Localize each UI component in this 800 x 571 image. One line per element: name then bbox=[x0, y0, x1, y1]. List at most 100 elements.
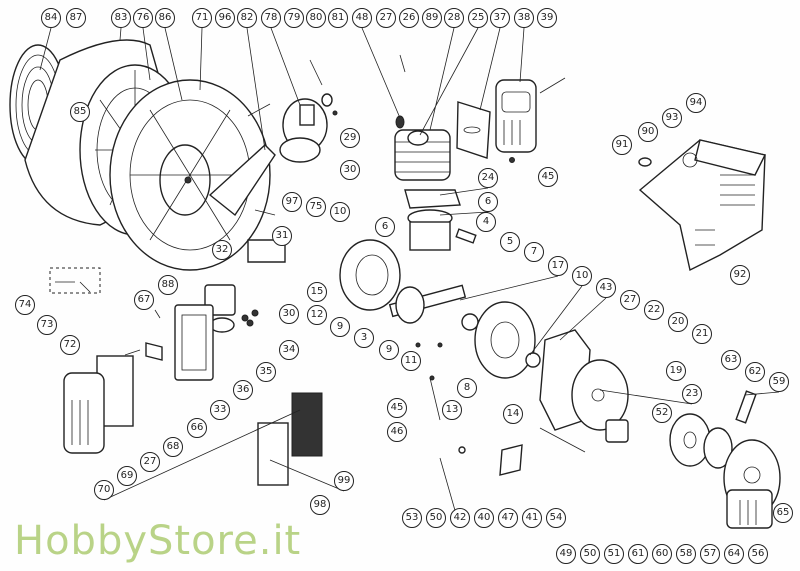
callout-87: 87 bbox=[66, 8, 86, 28]
cylinder bbox=[394, 129, 451, 181]
callout-86: 86 bbox=[155, 8, 175, 28]
callout-28: 28 bbox=[444, 8, 464, 28]
seal-10 bbox=[525, 352, 541, 368]
callout-36: 36 bbox=[233, 380, 253, 400]
callout-64: 64 bbox=[724, 544, 744, 564]
callout-54: 54 bbox=[546, 508, 566, 528]
callout-25: 25 bbox=[468, 8, 488, 28]
crankcase-cover bbox=[474, 301, 536, 379]
recoil-spring bbox=[669, 413, 711, 467]
callout-97: 97 bbox=[282, 192, 302, 212]
callout-70: 70 bbox=[94, 480, 114, 500]
callout-9: 9 bbox=[330, 317, 350, 337]
callout-12: 12 bbox=[307, 305, 327, 325]
callout-43: 43 bbox=[596, 278, 616, 298]
callout-72: 72 bbox=[60, 335, 80, 355]
callout-90: 90 bbox=[638, 122, 658, 142]
callout-38: 38 bbox=[514, 8, 534, 28]
piston-pin bbox=[455, 228, 477, 244]
air-filter-cover bbox=[63, 372, 105, 454]
callout-21: 21 bbox=[692, 324, 712, 344]
callout-92: 92 bbox=[730, 265, 750, 285]
callout-13: 13 bbox=[442, 400, 462, 420]
callout-33: 33 bbox=[210, 400, 230, 420]
filter-pad bbox=[257, 422, 289, 486]
callout-39: 39 bbox=[537, 8, 557, 28]
callout-99: 99 bbox=[334, 471, 354, 491]
callout-4: 4 bbox=[476, 212, 496, 232]
callout-74: 74 bbox=[15, 295, 35, 315]
piston bbox=[407, 209, 453, 251]
engine-cover bbox=[638, 139, 767, 272]
bracket-40 bbox=[499, 444, 523, 476]
plate-68 bbox=[145, 342, 163, 361]
spark-plug bbox=[395, 115, 405, 129]
callout-81: 81 bbox=[328, 8, 348, 28]
callout-42: 42 bbox=[450, 508, 470, 528]
callout-26: 26 bbox=[399, 8, 419, 28]
callout-75: 75 bbox=[306, 197, 326, 217]
callout-6: 6 bbox=[375, 217, 395, 237]
callout-84: 84 bbox=[41, 8, 61, 28]
callout-5: 5 bbox=[500, 232, 520, 252]
starter-cover bbox=[723, 439, 781, 529]
callout-63: 63 bbox=[721, 350, 741, 370]
callout-94: 94 bbox=[686, 93, 706, 113]
callout-41: 41 bbox=[522, 508, 542, 528]
callout-73: 73 bbox=[37, 315, 57, 335]
muffler-gasket bbox=[456, 101, 491, 159]
grommet-91 bbox=[638, 157, 652, 167]
starter-handle bbox=[735, 390, 757, 424]
callout-68: 68 bbox=[163, 437, 183, 457]
callout-59: 59 bbox=[769, 372, 789, 392]
callout-27: 27 bbox=[620, 290, 640, 310]
callout-10: 10 bbox=[572, 266, 592, 286]
callout-15: 15 bbox=[307, 282, 327, 302]
callout-40: 40 bbox=[474, 508, 494, 528]
callout-60: 60 bbox=[652, 544, 672, 564]
callout-93: 93 bbox=[662, 108, 682, 128]
callout-14: 14 bbox=[503, 404, 523, 424]
callout-24: 24 bbox=[478, 168, 498, 188]
callout-51: 51 bbox=[604, 544, 624, 564]
callout-27: 27 bbox=[140, 452, 160, 472]
callout-56: 56 bbox=[748, 544, 768, 564]
callout-9: 9 bbox=[379, 340, 399, 360]
callout-20: 20 bbox=[668, 312, 688, 332]
callout-10: 10 bbox=[330, 202, 350, 222]
callout-7: 7 bbox=[524, 242, 544, 262]
callout-6: 6 bbox=[478, 192, 498, 212]
callout-80: 80 bbox=[306, 8, 326, 28]
callout-66: 66 bbox=[187, 418, 207, 438]
callout-62: 62 bbox=[745, 362, 765, 382]
callout-30: 30 bbox=[340, 160, 360, 180]
callout-23: 23 bbox=[682, 384, 702, 404]
callout-79: 79 bbox=[284, 8, 304, 28]
flywheel bbox=[571, 359, 629, 431]
filter-pleated bbox=[291, 392, 323, 457]
callout-32: 32 bbox=[212, 240, 232, 260]
bearing bbox=[461, 313, 479, 331]
screw-79 bbox=[309, 59, 323, 86]
cylinder-gasket bbox=[404, 189, 461, 209]
callout-82: 82 bbox=[237, 8, 257, 28]
bolt-kit-box bbox=[49, 267, 101, 294]
plug-80 bbox=[321, 93, 333, 107]
callout-83: 83 bbox=[111, 8, 131, 28]
throttle-elbow bbox=[279, 98, 328, 163]
callout-67: 67 bbox=[134, 290, 154, 310]
callout-35: 35 bbox=[256, 362, 276, 382]
callout-29: 29 bbox=[340, 128, 360, 148]
blower-housing-front bbox=[109, 79, 271, 271]
callout-76: 76 bbox=[133, 8, 153, 28]
air-box bbox=[174, 304, 214, 381]
callout-85: 85 bbox=[70, 102, 90, 122]
callout-71: 71 bbox=[192, 8, 212, 28]
callout-37: 37 bbox=[490, 8, 510, 28]
callout-96: 96 bbox=[215, 8, 235, 28]
callout-31: 31 bbox=[272, 226, 292, 246]
callout-52: 52 bbox=[652, 403, 672, 423]
callout-69: 69 bbox=[117, 466, 137, 486]
leader-lines bbox=[39, 27, 780, 529]
